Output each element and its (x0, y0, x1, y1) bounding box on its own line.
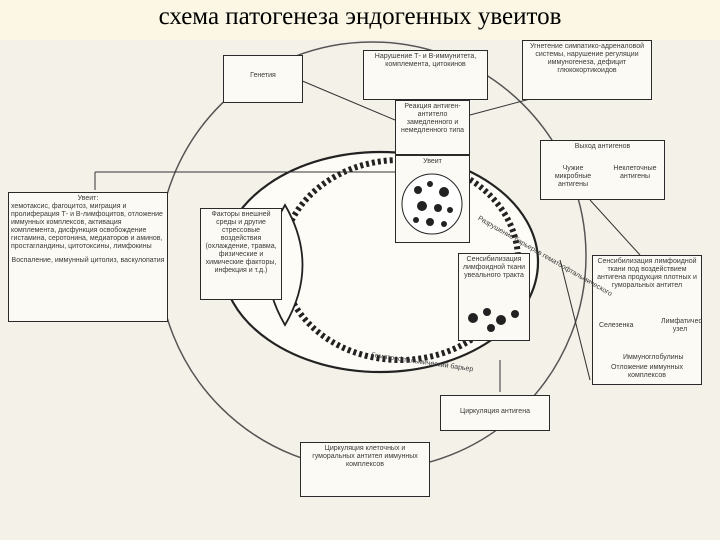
complex-deposit-text: Отложение иммунных комплексов (610, 364, 684, 379)
cell-circulation-box: Циркуляция клеточных и гуморальных антит… (300, 442, 430, 497)
antigen-circulation-text: Циркуляция антигена (460, 408, 530, 415)
lymph-node-text: Лимфатический узел (661, 318, 702, 333)
immune-disorder-box: Нарушение Т- и В-иммунитета, комплемента… (363, 50, 488, 100)
sensitization-text: Сенсибилизация лимфоидной ткани под возд… (597, 258, 697, 289)
immunoglobulins-text: Иммуноглобулины (623, 354, 684, 361)
external-factors-box: Факторы внешней среды и другие стрессовы… (200, 208, 282, 300)
uveitis-mechanisms-body: хемотаксис, фагоцитоз, миграция и пролиф… (11, 203, 163, 250)
genetics-box: Генетия (223, 55, 303, 103)
immune-disorder-text: Нарушение Т- и В-иммунитета, комплемента… (374, 53, 477, 68)
reaction-text: Реакция антиген-антитело замедленного и … (400, 103, 465, 134)
genetics-text: Генетия (250, 72, 276, 79)
uveal-tissue-text: Сенсибилизация лимфоидной ткани увеально… (462, 256, 526, 279)
spleen-text: Селезенка (599, 322, 634, 329)
antigen-release-text: Выход антигенов (574, 143, 631, 150)
slide-title: схема патогенеза эндогенных увеитов (158, 3, 562, 30)
uveitis-mechanisms-footer: Воспаление, иммунный цитолиз, васкулопат… (11, 257, 165, 264)
neuro-regulation-box: Угнетение симпатико-адреналовой системы,… (522, 40, 652, 100)
cell-circulation-text: Циркуляция клеточных и гуморальных антит… (312, 445, 418, 468)
reaction-box: Реакция антиген-антитело замедленного и … (395, 100, 470, 155)
uvea-center-box: Увеит (395, 155, 470, 243)
arrow-circ-up (559, 259, 591, 381)
neuro-regulation-text: Угнетение симпатико-адреналовой системы,… (529, 43, 645, 74)
arrow-antigen-release (589, 199, 641, 256)
external-factors-text: Факторы внешней среды и другие стрессовы… (205, 211, 277, 274)
arrow-genetics-reaction (299, 79, 396, 121)
nonspecific-antigen-text: Неклеточные антигены (613, 165, 657, 180)
lymphoid-cells-image (468, 308, 519, 332)
uveitis-mechanisms-title: Увеит: (77, 195, 99, 202)
antigen-release-box: Выход антигенов Чужие микробные антигены… (540, 140, 665, 200)
uvea-center-text: Увеит (423, 158, 442, 165)
antigen-circulation-box: Циркуляция антигена (440, 395, 550, 431)
uveitis-mechanisms-box: Увеит: хемотаксис, фагоцитоз, миграция и… (8, 192, 168, 322)
specific-antigen-text: Чужие микробные антигены (554, 165, 592, 188)
inflammatory-cells-image (401, 173, 463, 235)
uveal-tissue-box: Сенсибилизация лимфоидной ткани увеально… (458, 253, 530, 341)
sensitization-box: Сенсибилизация лимфоидной ткани под возд… (592, 255, 702, 385)
